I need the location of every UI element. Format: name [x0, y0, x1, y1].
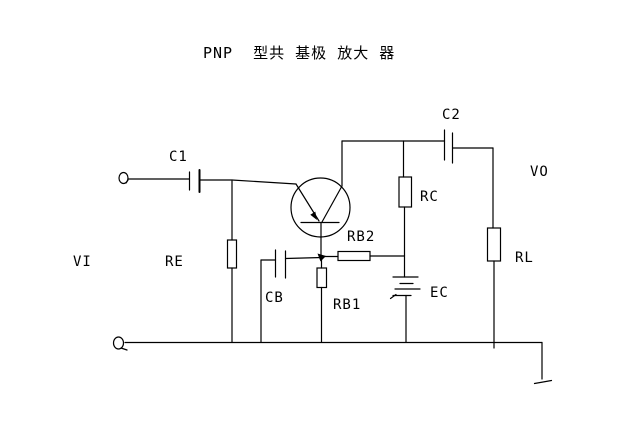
- transistor-pnp: [290, 140, 351, 258]
- resistor-rb2: [321, 250, 405, 262]
- label-c1: C1: [169, 149, 188, 165]
- transistor-collector-lead: [321, 140, 343, 223]
- label-re: RE: [165, 254, 184, 270]
- battery-ec: [389, 254, 421, 343]
- label-rc: RC: [420, 189, 439, 205]
- label-c2: C2: [442, 107, 461, 123]
- diagram-title: PNP 型共 基极 放大 器: [203, 44, 396, 62]
- ground-terminal-icon: [112, 336, 128, 351]
- capacitor-c1: [188, 169, 201, 193]
- capacitor-cb: [260, 249, 323, 343]
- label-vo: VO: [530, 164, 549, 180]
- resistor-rc: [398, 140, 413, 257]
- label-rl: RL: [515, 250, 534, 266]
- resistor-re: [226, 180, 238, 343]
- label-rb2: RB2: [347, 229, 376, 245]
- label-cb: CB: [265, 290, 284, 306]
- resistor-rl: [486, 147, 502, 349]
- transistor-emitter-arrow-icon: [310, 211, 317, 220]
- wire-c1-to-emitter: [199, 179, 297, 185]
- input-terminal-icon: [118, 171, 129, 185]
- label-ec: EC: [430, 285, 449, 301]
- label-rb1: RB1: [333, 297, 362, 313]
- capacitor-c2: [443, 129, 494, 164]
- earth-symbol-icon: [533, 341, 553, 385]
- label-vi: VI: [73, 254, 92, 270]
- resistor-rb1: [316, 256, 328, 343]
